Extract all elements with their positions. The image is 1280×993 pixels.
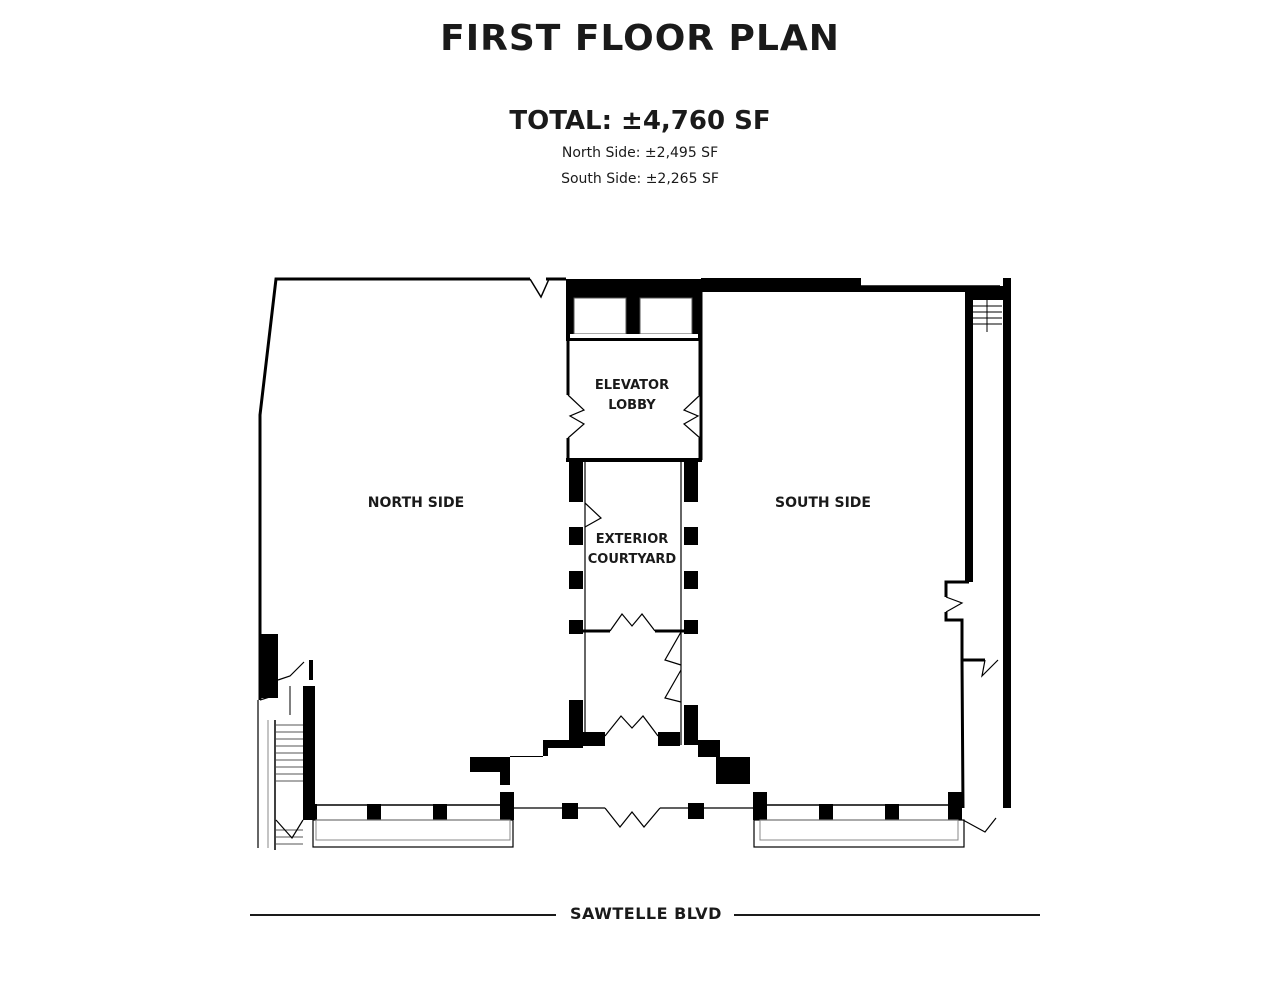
street-line-right	[734, 914, 1040, 916]
south-side-area: South Side: ±2,265 SF	[561, 171, 719, 187]
room-label-south-side: SOUTH SIDE	[775, 495, 871, 511]
street-line-left	[250, 914, 556, 916]
elevator-core	[566, 279, 701, 341]
street-label: SAWTELLE BLVD	[570, 904, 722, 923]
north-west-stair	[257, 634, 315, 850]
entry-storefront	[514, 807, 753, 828]
elevator-lobby-doors	[567, 394, 701, 439]
courtyard-walls	[569, 462, 698, 745]
room-label-north-side: NORTH SIDE	[368, 495, 464, 511]
north-storefront	[303, 804, 514, 848]
total-area: TOTAL: ±4,760 SF	[509, 106, 771, 136]
stair-top-right	[972, 300, 1002, 332]
room-label-courtyard-2: COURTYARD	[588, 552, 677, 567]
north-door-top	[529, 278, 550, 299]
south-east-door-swing	[945, 596, 999, 833]
courtyard-doors	[584, 502, 682, 737]
room-label-elevator-lobby-2: LOBBY	[608, 398, 656, 413]
north-side-area: North Side: ±2,495 SF	[561, 145, 719, 161]
south-storefront	[753, 792, 965, 848]
courtyard-lower-walls	[569, 700, 698, 746]
room-label-elevator-lobby-1: ELEVATOR	[595, 378, 669, 393]
south-east-door	[944, 580, 985, 809]
north-side-room	[258, 277, 566, 700]
room-label-courtyard-1: EXTERIOR	[596, 532, 669, 547]
south-side-room	[699, 278, 1011, 808]
page-title: FIRST FLOOR PLAN	[440, 18, 840, 59]
